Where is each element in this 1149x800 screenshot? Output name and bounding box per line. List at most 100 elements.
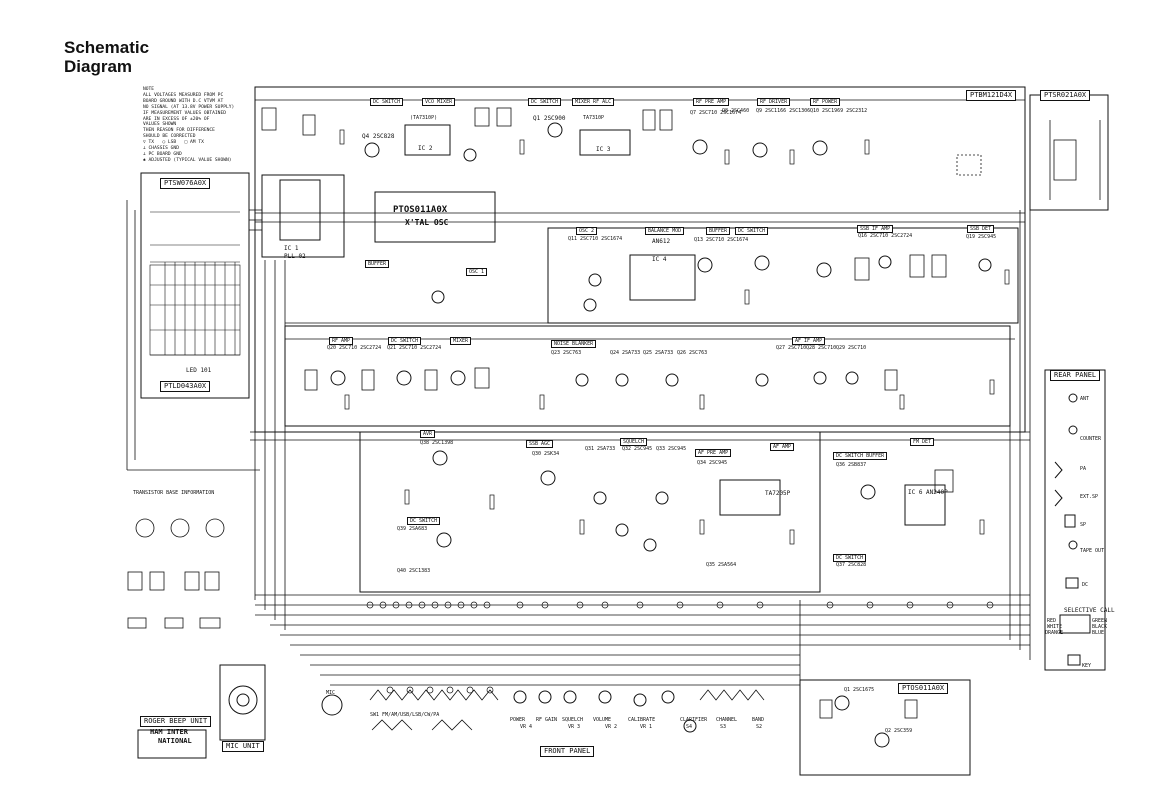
pa-jack-label: PA [1080,466,1087,472]
volume-label: VOLUME [593,717,612,723]
wire-orange-label: ORANGE [1045,630,1064,636]
mic-jack-label: MIC [326,690,336,696]
q27-label: Q27 2SC710 [776,345,807,351]
q10-label: Q10 2SC1969 2SC2312 [810,108,868,114]
q33-label: Q33 2SC945 [656,446,687,452]
section-mixer-rf-alc: MIXER RF ALC [572,98,615,106]
q11-label: Q11 2SC710 2SC1674 [568,236,623,242]
q30-label: Q30 2SK34 [532,451,560,457]
section-dc-switch-4: DC SWITCH [388,337,422,345]
q9-label: Q9 2SC1166 2SC1306 [756,108,811,114]
s3-label: S3 [720,724,727,730]
ta7310p-label: TA7310P [583,115,605,121]
q35-label: Q35 2SA564 [706,562,737,568]
an612-label: AN612 [652,238,671,245]
q29-label: Q29 2SC710 [836,345,867,351]
q8-label: Q8 2SC460 [722,108,750,114]
section-front-panel: FRONT PANEL [540,746,595,757]
q28-label: Q28 2SC710 [806,345,837,351]
uhic-label: (TA7310P) [410,115,438,121]
section-af-pre-amp: AF PRE AMP [695,449,732,457]
vr2-label: VR 2 [605,724,618,730]
wire-blue-label: BLUE [1092,630,1105,636]
section-osc-2: OSC 2 [576,227,598,235]
q20-label: Q20 2SC710 2SC2724 [327,345,382,351]
ic1-label: IC 1 [284,245,299,252]
ta7205p-label: TA7205P [765,490,791,497]
section-squelch: SQUELCH [620,438,648,446]
q25-label: Q25 2SA733 [643,350,674,356]
q34-label: Q34 2SC945 [697,460,728,466]
main-board-label: PTBM121D4X [966,90,1017,101]
section-dc-switch-3: DC SWITCH [735,227,769,235]
roger-beep-outline [137,729,207,759]
section-rf-driver: RF DRIVER [757,98,791,106]
vr4-label: VR 4 [520,724,533,730]
section-selective-call: SELECTIVE CALL [1064,607,1115,614]
q4-label: Q4 2SC828 [362,133,395,140]
section-dc-switch-6: DC SWITCH [833,554,867,562]
wire-white-label: WHITE [1047,624,1063,630]
section-mixer: MIXER [450,337,472,345]
xtal-osc-label: X'TAL OSC [405,218,449,227]
key-jack-label: KEY [1082,663,1092,669]
s2-label: S2 [756,724,763,730]
tape-out-label: TAPE OUT [1080,548,1105,554]
title-line-1: Schematic [64,38,150,57]
ic6-label: IC 6 AN240P [908,489,948,496]
vr1-label: VR 1 [640,724,653,730]
channel-board-label: PTSW076A0X [160,178,211,189]
schematic-notes: NOTE ALL VOLTAGES MEASURED FROM PC BOARD… [143,87,235,163]
mode-switch-label: SW1 FM/AM/USB/LSB/CW/PA [370,712,440,718]
ic4-label: IC 4 [652,256,667,263]
section-fm-det: FM DET [910,438,935,446]
q2b-label: Q2 2SC359 [885,728,913,734]
led-board-label: PTLD043A0X [160,381,211,392]
section-avr: AVR [420,430,436,438]
band-label: BAND [752,717,765,723]
pll-label: PLL 02 [284,253,306,260]
squelch-control-label: SQUELCH [562,717,584,723]
section-dc-switch-2: DC SWITCH [528,98,562,106]
section-ssb-if-amp: SSB IF AMP [857,225,894,233]
section-ham-inter: HAM INTER [150,728,188,736]
section-ssb-det: SSB DET [967,225,995,233]
q16-label: Q16 2SC710 2SC2724 [858,233,913,239]
section-af-amp: AF AMP [770,443,795,451]
sp-label: SP [1080,522,1087,528]
ext-sp-jack-label: EXT.SP [1080,494,1099,500]
section-vco-mixer: VCO MIXER [422,98,456,106]
q40-label: Q40 2SC1383 [397,568,431,574]
ic2-label: IC 2 [418,145,433,152]
section-dc-switch-buffer: DC SWITCH BUFFER [833,452,888,460]
q23-label: Q23 2SC763 [551,350,582,356]
channel-label: CHANNEL [716,717,738,723]
section-buffer-2: BUFFER [365,260,390,268]
section-rear-panel: REAR PANEL [1050,370,1101,381]
vr3-label: VR 3 [568,724,581,730]
section-noise-blanker: NOISE BLANKER [551,340,597,348]
xtal-osc-outline [374,191,496,243]
osc-board-bottom-label: PTOS011A0X [898,683,949,694]
section-dc-switch-5: DC SWITCH [407,517,441,525]
section-buffer-1: BUFFER [706,227,731,235]
pll-ic1-outline [261,174,345,258]
q38-label: Q38 2SC1398 [420,440,454,446]
q36-label: Q36 2SB837 [836,462,867,468]
led-text-label: LED 101 [186,367,212,374]
calibrate-label: CALIBRATE [628,717,656,723]
dc-jack-label: DC [1082,582,1089,588]
q37-label: Q37 2SC828 [836,562,867,568]
section-transistor-info: TRANSISTOR BASE INFORMATION [133,490,215,496]
q7-label: Q7 2SC710 2SC1674 [690,110,742,116]
page-title: Schematic Diagram [64,38,149,76]
title-line-2: Diagram [64,57,133,76]
section-rf-power: RF POWER [810,98,841,106]
q24-label: Q24 2SA733 [610,350,641,356]
mic-unit-outline [219,664,266,741]
relay-board-label: PTSR021A0X [1040,90,1091,101]
q13-label: Q13 2SC710 2SC1674 [694,237,749,243]
section-mic-unit: MIC UNIT [222,741,264,752]
osc-board-label: PTOS011A0X [393,205,448,215]
